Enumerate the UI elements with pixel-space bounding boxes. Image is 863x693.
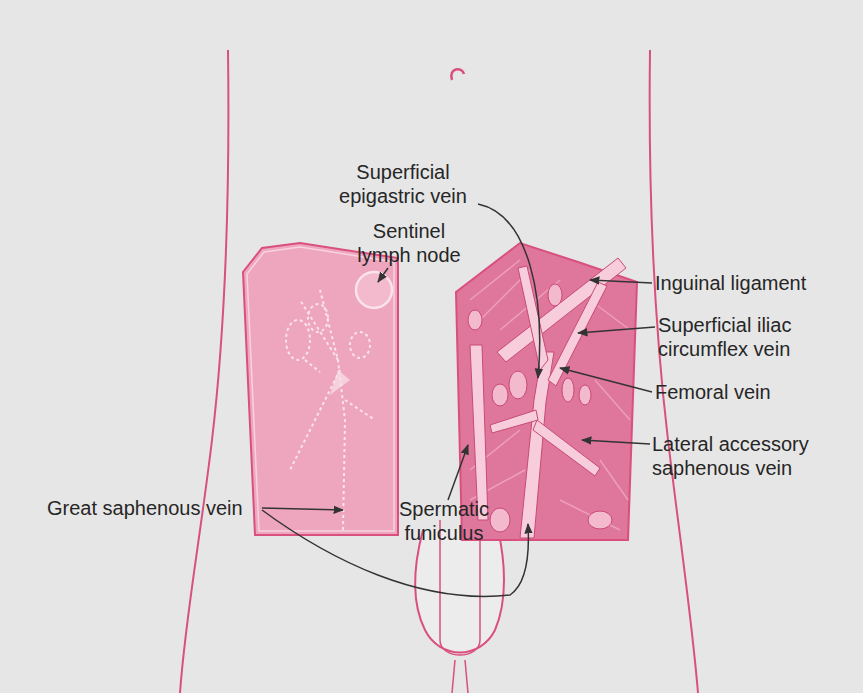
anatomy-label: Superficial iliac circumflex vein <box>658 313 834 361</box>
anatomy-label: Spermatic funiculus <box>388 497 500 545</box>
anatomy-label: Femoral vein <box>655 380 771 404</box>
anatomy-label: Superficial epigastric vein <box>318 160 488 208</box>
anatomy-label: Sentinel lymph node <box>350 219 468 267</box>
anatomy-label: Lateral accessory saphenous vein <box>652 432 832 480</box>
anatomy-label: Inguinal ligament <box>655 271 806 295</box>
anatomy-label: Great saphenous vein <box>47 496 243 520</box>
